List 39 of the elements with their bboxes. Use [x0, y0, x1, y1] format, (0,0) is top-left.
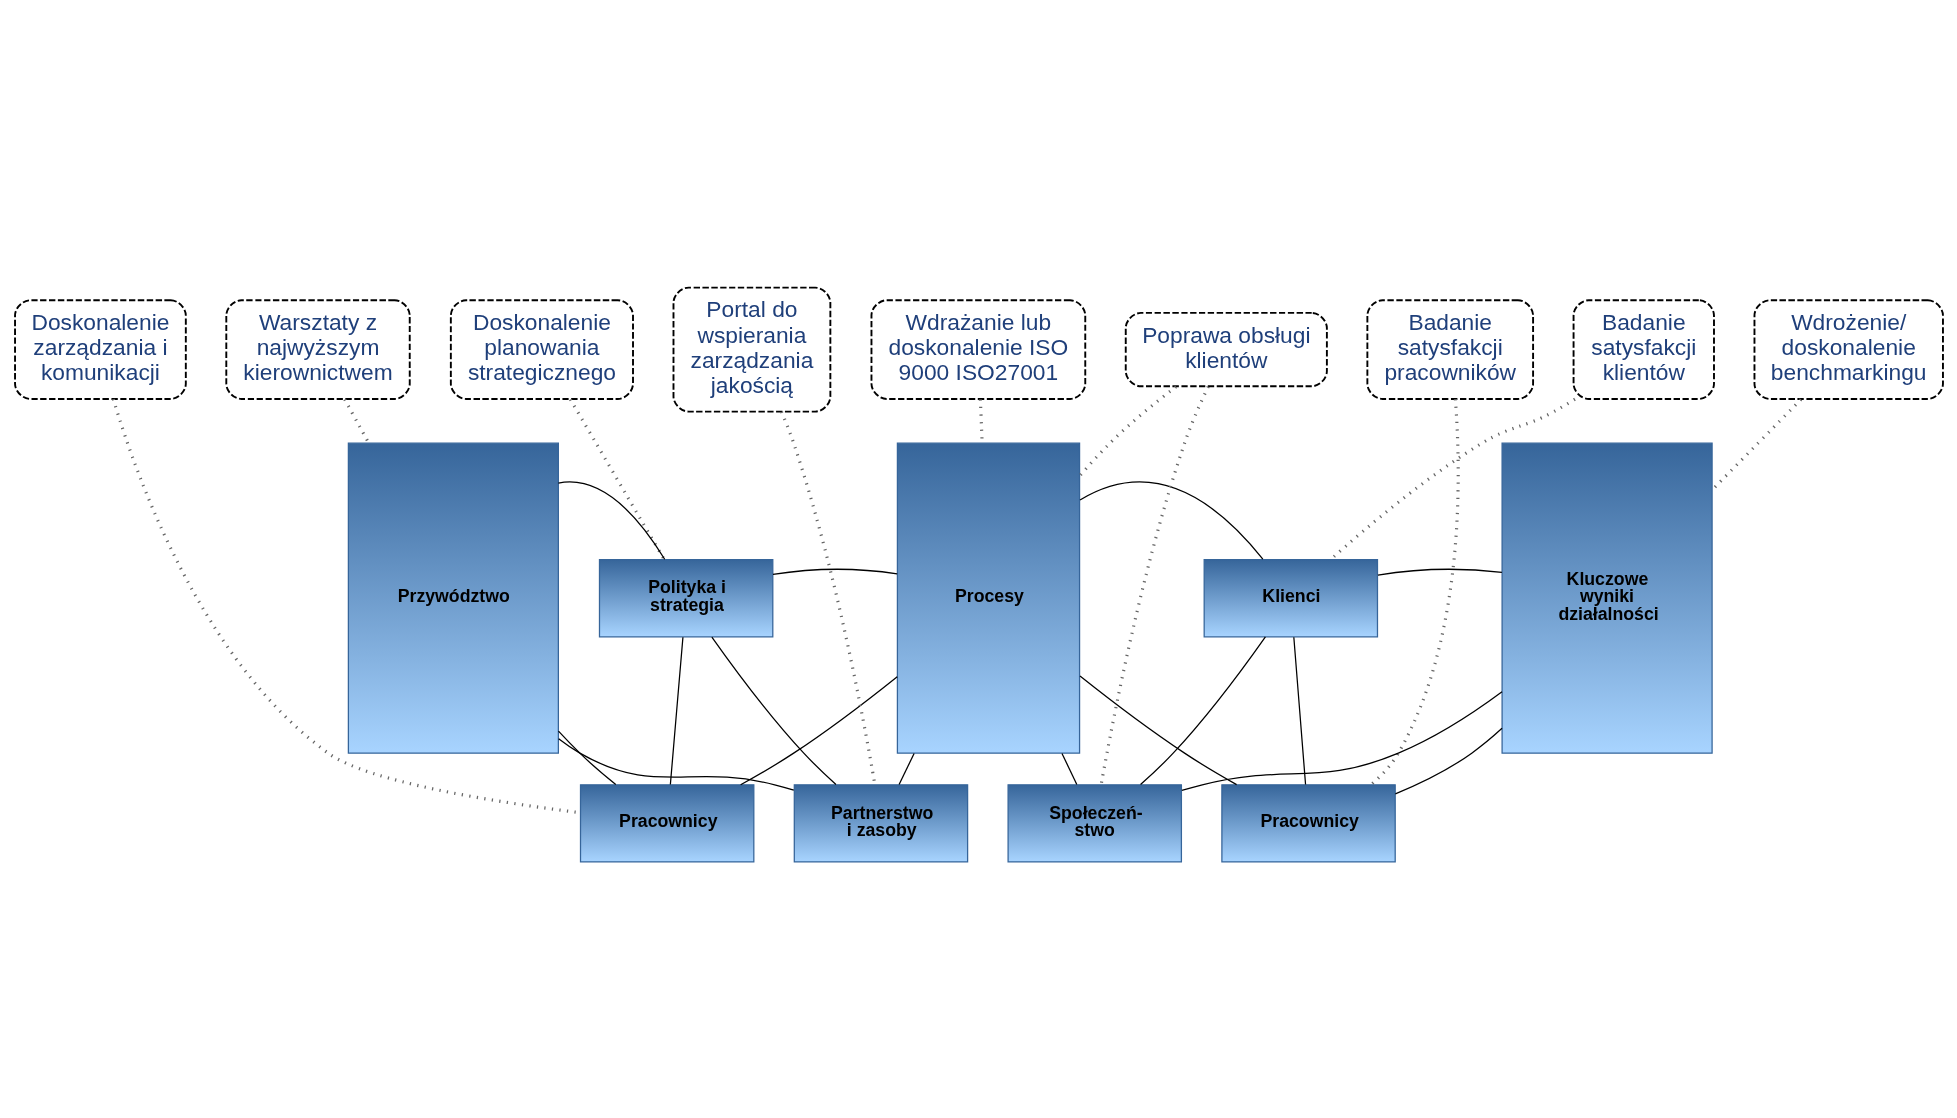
- connector: [897, 752, 915, 785]
- connector: [1292, 636, 1306, 785]
- node-box: Poprawa obsługi klientów: [1124, 311, 1328, 387]
- connector: [1180, 690, 1503, 791]
- connector: [557, 737, 794, 791]
- connector: [1394, 727, 1503, 794]
- connector: [342, 398, 370, 444]
- node-box: Pracownicy: [1220, 783, 1396, 863]
- connector: [557, 730, 616, 785]
- connector: [557, 480, 665, 560]
- node-box: Badanie satysfakcji pracowników: [1365, 298, 1534, 400]
- connector: [710, 635, 837, 785]
- connector: [1376, 568, 1503, 576]
- connector: [771, 568, 898, 575]
- node-box: Klienci: [1203, 558, 1378, 637]
- connector: [1099, 385, 1210, 785]
- node-box: Warsztaty z najwyższym kierownictwem: [224, 298, 411, 400]
- node-box: Kluczowe wyniki działalności: [1500, 442, 1713, 754]
- node-box: Procesy: [896, 442, 1080, 754]
- node-box: Partnerstwo i zasoby: [793, 783, 968, 863]
- node-box: Wdrożenie/ doskonalenie benchmarkingu: [1753, 298, 1944, 400]
- connector: [1078, 674, 1237, 785]
- connector: [1139, 635, 1266, 785]
- connector: [568, 398, 665, 560]
- connector: [1078, 384, 1177, 477]
- node-box: Społeczeń- stwo: [1006, 783, 1182, 863]
- node-box: Badanie satysfakcji klientów: [1572, 298, 1715, 400]
- connector: [1060, 752, 1077, 785]
- connector: [1369, 398, 1460, 786]
- connector: [1078, 480, 1263, 560]
- connector: [739, 675, 898, 785]
- node-box: Portal do wspierania zarządzania jakością: [672, 286, 831, 413]
- node-box: Doskonalenie zarządzania i komunikacji: [13, 298, 187, 400]
- node-box: Przywództwo: [347, 442, 559, 754]
- node-box: Wdrażanie lub doskonalenie ISO 9000 ISO27001: [870, 298, 1086, 400]
- node-box: Polityka i strategia: [598, 558, 773, 637]
- node-box: Pracownicy: [579, 783, 754, 863]
- node-box: Doskonalenie planowania strategicznego: [449, 298, 634, 400]
- connector: [669, 636, 684, 785]
